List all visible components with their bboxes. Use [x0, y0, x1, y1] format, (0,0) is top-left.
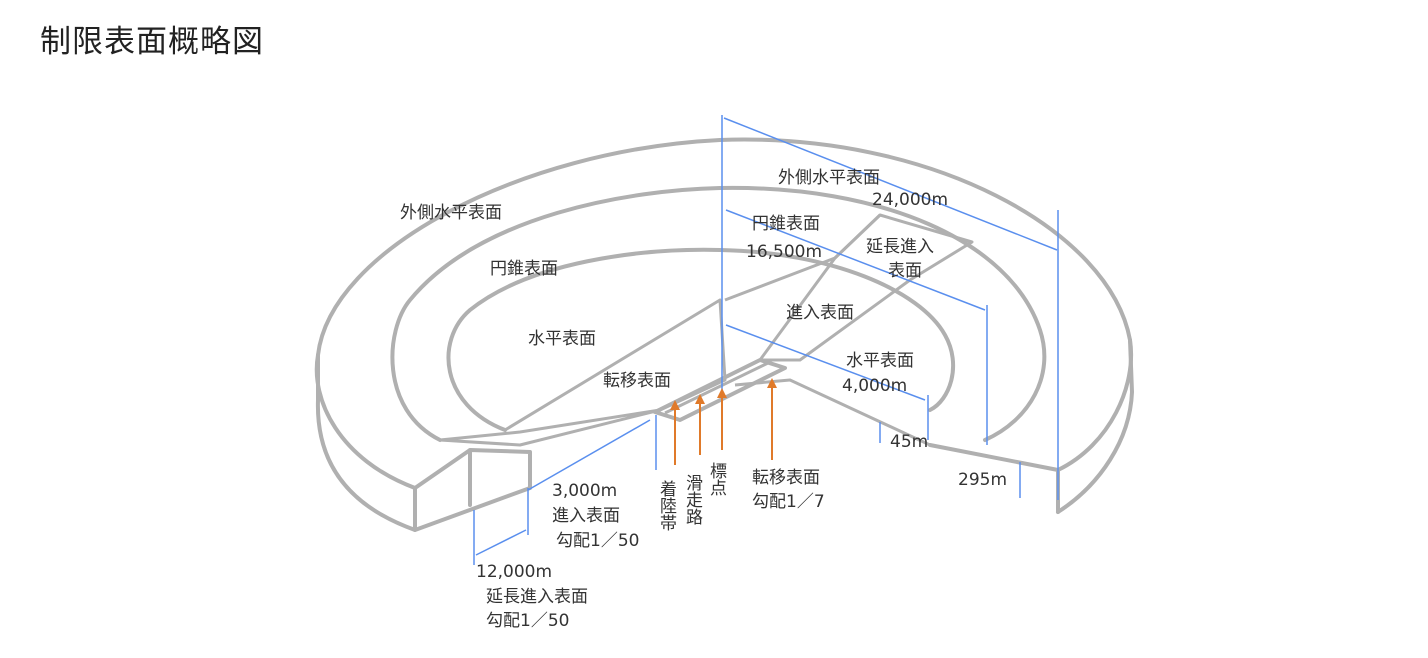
diagram-structure [314, 137, 1134, 532]
label-transitional-bottom-1: 転移表面 [752, 468, 820, 488]
label-outer-horizontal-right: 外側水平表面 [778, 168, 880, 188]
dim-16500-line [725, 209, 986, 311]
dimension-lines [473, 115, 1059, 565]
label-extended-approach-2: 表面 [888, 261, 922, 281]
dim-24000-line [723, 117, 1058, 251]
label-approach-bottom-2: 勾配1／50 [556, 531, 639, 551]
runway-centerline [664, 361, 769, 415]
orange-arrows [670, 378, 777, 465]
label-dist-16500: 16,500m [746, 242, 822, 262]
label-transitional-bottom-2: 勾配1／7 [752, 492, 825, 512]
dim-12000-line [475, 529, 527, 556]
label-dist-12000: 12,000m [476, 562, 552, 582]
label-height-45: 45m [890, 432, 928, 452]
approach-wedge-left [438, 408, 662, 447]
outer-ring-bottom [315, 338, 1134, 532]
label-outer-horizontal-left: 外側水平表面 [400, 203, 502, 223]
label-extended-bottom-2: 勾配1／50 [486, 611, 569, 631]
approach-surface-left [504, 298, 727, 432]
runway-strip [653, 358, 787, 422]
label-dist-3000: 3,000m [552, 481, 617, 501]
label-reference-point: 標点 [706, 462, 727, 496]
label-horizontal-left: 水平表面 [528, 329, 596, 349]
dim-3000-line [527, 419, 651, 491]
conical-ring [390, 185, 1047, 442]
label-runway: 滑走路 [682, 474, 703, 525]
dim-4000-line [725, 324, 926, 401]
label-horizontal-right: 水平表面 [846, 351, 914, 371]
label-conical-right: 円錐表面 [752, 214, 820, 234]
label-dist-24000: 24,000m [872, 190, 948, 210]
label-approach-right: 進入表面 [786, 303, 854, 323]
front-block [413, 448, 532, 532]
page-title: 制限表面概略図 [40, 24, 264, 60]
labels: 外側水平表面 円錐表面 水平表面 転移表面 外側水平表面 24,000m 円錐表… [400, 168, 1007, 631]
label-approach-bottom-1: 進入表面 [552, 506, 620, 526]
label-extended-approach-1: 延長進入 [866, 237, 934, 257]
approach-inner-right [758, 213, 882, 361]
label-dist-4000: 4,000m [842, 376, 907, 396]
label-extended-bottom-1: 延長進入表面 [486, 587, 588, 607]
horizontal-ellipse [446, 247, 956, 432]
label-landing-strip: 着陸帯 [656, 480, 677, 531]
label-conical-left: 円錐表面 [490, 259, 558, 279]
label-height-295: 295m [958, 470, 1007, 490]
outer-ring-top [314, 137, 1133, 490]
label-transitional-left: 転移表面 [603, 371, 671, 391]
